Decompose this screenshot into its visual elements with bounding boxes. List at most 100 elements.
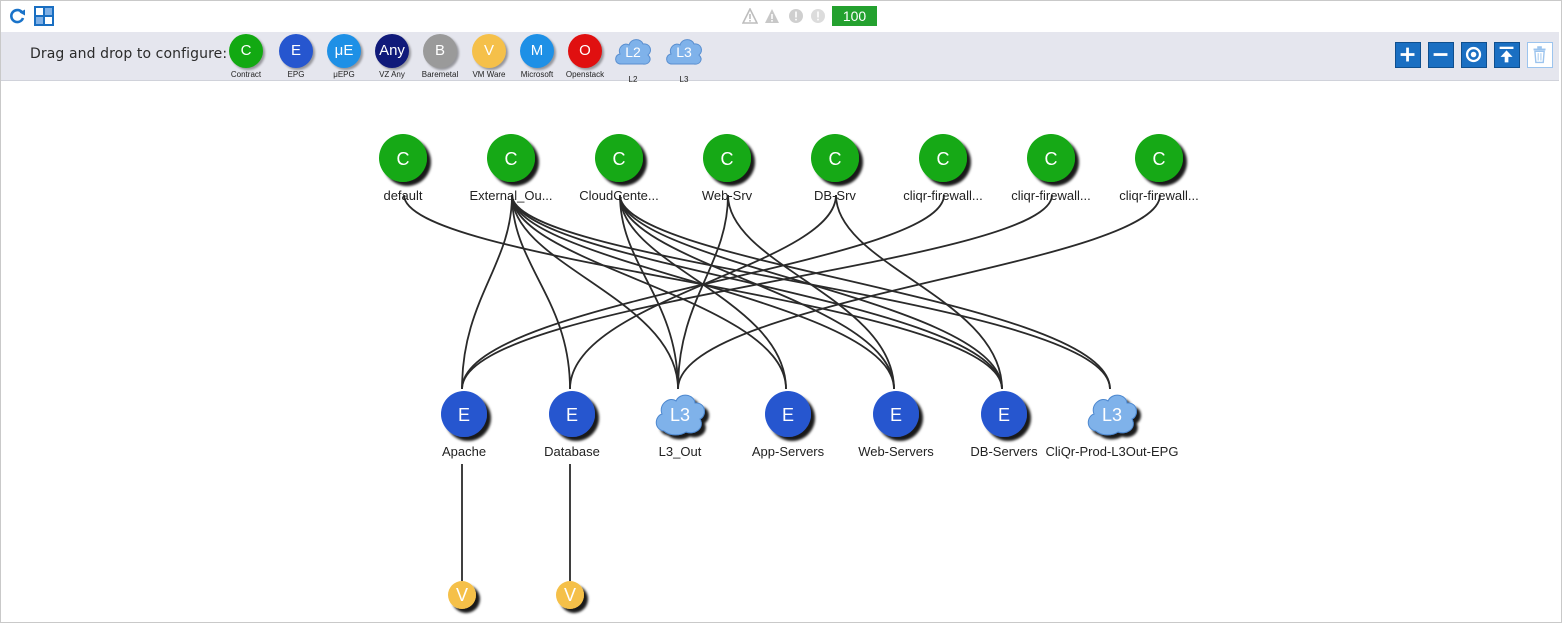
contract-node[interactable]: Ccliqr-firewall... bbox=[903, 134, 983, 203]
contract-epg-link[interactable] bbox=[569, 194, 837, 390]
epg-node[interactable]: E DB-Servers bbox=[970, 391, 1038, 459]
delete-button[interactable] bbox=[1527, 42, 1553, 68]
node-letter: C bbox=[505, 149, 518, 169]
palette-letter: E bbox=[279, 34, 313, 68]
palette-caption: L2 bbox=[628, 75, 638, 84]
node-letter: C bbox=[613, 149, 626, 169]
node-label: cliqr-firewall... bbox=[1119, 188, 1198, 203]
vmware-circle bbox=[556, 581, 584, 609]
vmware-domain-node[interactable]: V bbox=[556, 581, 584, 609]
node-letter: L3 bbox=[1102, 405, 1122, 425]
epg-circle bbox=[549, 391, 595, 437]
contract-epg-link[interactable] bbox=[619, 194, 787, 390]
contract-circle bbox=[595, 134, 643, 182]
palette-caption: VZ Any bbox=[379, 70, 405, 79]
topology-canvas[interactable]: CdefaultCExternal_Ou...CCloudCente...CWe… bbox=[1, 81, 1561, 624]
contract-node[interactable]: C DB-Srv bbox=[811, 134, 859, 203]
node-letter: C bbox=[397, 149, 410, 169]
vmware-circle bbox=[448, 581, 476, 609]
node-label: DB-Srv bbox=[814, 188, 856, 203]
node-label: cliqr-firewall... bbox=[1011, 188, 1090, 203]
node-label: Web-Srv bbox=[702, 188, 753, 203]
node-letter: C bbox=[937, 149, 950, 169]
contract-epg-link[interactable] bbox=[835, 194, 1003, 390]
palette-letter: C bbox=[229, 34, 263, 68]
refresh-icon[interactable] bbox=[7, 6, 27, 26]
layout-icon[interactable] bbox=[34, 6, 54, 26]
l3-cloud-icon bbox=[655, 394, 705, 436]
epg-circle bbox=[981, 391, 1027, 437]
contract-epg-link[interactable] bbox=[619, 194, 1003, 390]
node-letter: C bbox=[721, 149, 734, 169]
major-fault-icon[interactable] bbox=[764, 8, 780, 24]
contract-circle bbox=[1027, 134, 1075, 182]
contract-epg-link[interactable] bbox=[461, 194, 1053, 390]
critical-fault-icon[interactable] bbox=[742, 8, 758, 24]
node-letter: E bbox=[782, 405, 794, 425]
palette-letter: Any bbox=[375, 34, 409, 68]
contract-epg-link[interactable] bbox=[511, 194, 679, 390]
palette-letter: L3 bbox=[676, 44, 692, 60]
contract-node[interactable]: C Web-Srv bbox=[702, 134, 753, 203]
palette-caption: Contract bbox=[230, 70, 262, 79]
node-letter: E bbox=[566, 405, 578, 425]
contract-circle bbox=[379, 134, 427, 182]
contract-node[interactable]: Ccliqr-firewall... bbox=[1119, 134, 1199, 203]
fit-view-button[interactable] bbox=[1461, 42, 1487, 68]
minor-fault-icon[interactable] bbox=[788, 8, 804, 24]
contract-circle bbox=[1135, 134, 1183, 182]
contract-epg-link[interactable] bbox=[619, 194, 1111, 390]
contract-epg-link[interactable] bbox=[511, 194, 1111, 390]
palette-letter: V bbox=[472, 34, 506, 68]
top-toolbar: 100 bbox=[1, 1, 1561, 31]
palette-contract[interactable]: C Contract bbox=[226, 34, 266, 79]
contract-epg-link[interactable] bbox=[511, 194, 571, 390]
zoom-out-button[interactable] bbox=[1428, 42, 1454, 68]
palette-caption: Openstack bbox=[565, 70, 605, 79]
node-letter: E bbox=[998, 405, 1010, 425]
zoom-in-button[interactable] bbox=[1395, 42, 1421, 68]
upload-button[interactable] bbox=[1494, 42, 1520, 68]
node-letter: C bbox=[829, 149, 842, 169]
palette-letter: μE bbox=[327, 34, 361, 68]
contract-node[interactable]: CCloudCente... bbox=[579, 134, 659, 203]
contract-epg-link[interactable] bbox=[727, 194, 895, 390]
node-label: DB-Servers bbox=[970, 444, 1038, 459]
contract-node[interactable]: CExternal_Ou... bbox=[469, 134, 553, 203]
contract-epg-link[interactable] bbox=[461, 194, 945, 390]
palette-vzany[interactable]: Any VZ Any bbox=[372, 34, 412, 79]
contract-epg-link[interactable] bbox=[461, 194, 513, 390]
cloud-icon: L2 bbox=[615, 39, 651, 65]
palette-letter: M bbox=[520, 34, 554, 68]
contract-circle bbox=[703, 134, 751, 182]
node-letter: V bbox=[564, 585, 576, 605]
palette-letter: O bbox=[568, 34, 602, 68]
contract-node[interactable]: Ccliqr-firewall... bbox=[1011, 134, 1091, 203]
warning-fault-icon[interactable] bbox=[810, 8, 826, 24]
palette-caption: Baremetal bbox=[421, 70, 459, 79]
palette-label: Drag and drop to configure: bbox=[30, 46, 228, 62]
vmware-domain-node[interactable]: V bbox=[448, 581, 476, 609]
contract-epg-link[interactable] bbox=[619, 194, 679, 390]
node-letter: E bbox=[890, 405, 902, 425]
contract-epg-link[interactable] bbox=[677, 194, 1161, 390]
contract-circle bbox=[811, 134, 859, 182]
epg-circle bbox=[765, 391, 811, 437]
palette-openstack[interactable]: O Openstack bbox=[565, 34, 605, 79]
contract-epg-link[interactable] bbox=[403, 194, 1003, 390]
